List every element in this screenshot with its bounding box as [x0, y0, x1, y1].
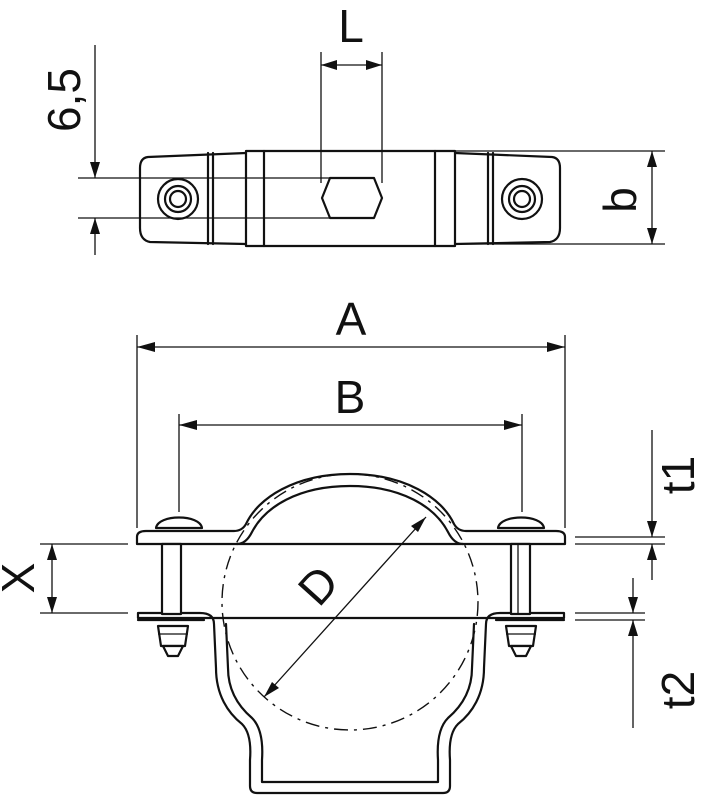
- upper-strap-inner: [235, 484, 465, 546]
- right-bolt-icon: [496, 516, 546, 658]
- label-A: A: [336, 293, 367, 345]
- label-D: D: [288, 556, 349, 615]
- right-ear-outline: [453, 151, 562, 246]
- label-t2: t2: [652, 671, 704, 709]
- dimension-6-5: [78, 45, 330, 255]
- front-view: A B D X t1 t2: [0, 293, 704, 795]
- label-X: X: [0, 563, 44, 594]
- pipe-outline: [221, 473, 479, 731]
- label-6-5: 6,5: [38, 68, 90, 132]
- label-L: L: [338, 0, 364, 52]
- left-bolt-icon: [156, 177, 200, 221]
- center-body: [244, 149, 457, 248]
- lower-strap-outer: [136, 611, 566, 795]
- label-b: b: [594, 187, 646, 213]
- center-slot: [320, 176, 384, 220]
- top-view: L 6,5 b: [38, 0, 665, 255]
- dimension-t1: [575, 430, 665, 580]
- dimension-b: [455, 150, 665, 245]
- upper-strap-outer: [135, 472, 567, 546]
- left-ear-outline: [138, 151, 248, 246]
- dimension-X: [40, 543, 128, 614]
- dimension-t2: [575, 578, 645, 728]
- label-t1: t1: [652, 456, 704, 494]
- right-bolt-icon: [500, 177, 544, 221]
- label-B: B: [335, 371, 366, 423]
- left-bolt-icon: [154, 516, 204, 658]
- dimension-A: [136, 335, 566, 528]
- dimension-D: [263, 516, 427, 698]
- dimension-L: [320, 52, 383, 183]
- dimension-B: [178, 414, 523, 512]
- lower-strap-inner: [224, 622, 476, 784]
